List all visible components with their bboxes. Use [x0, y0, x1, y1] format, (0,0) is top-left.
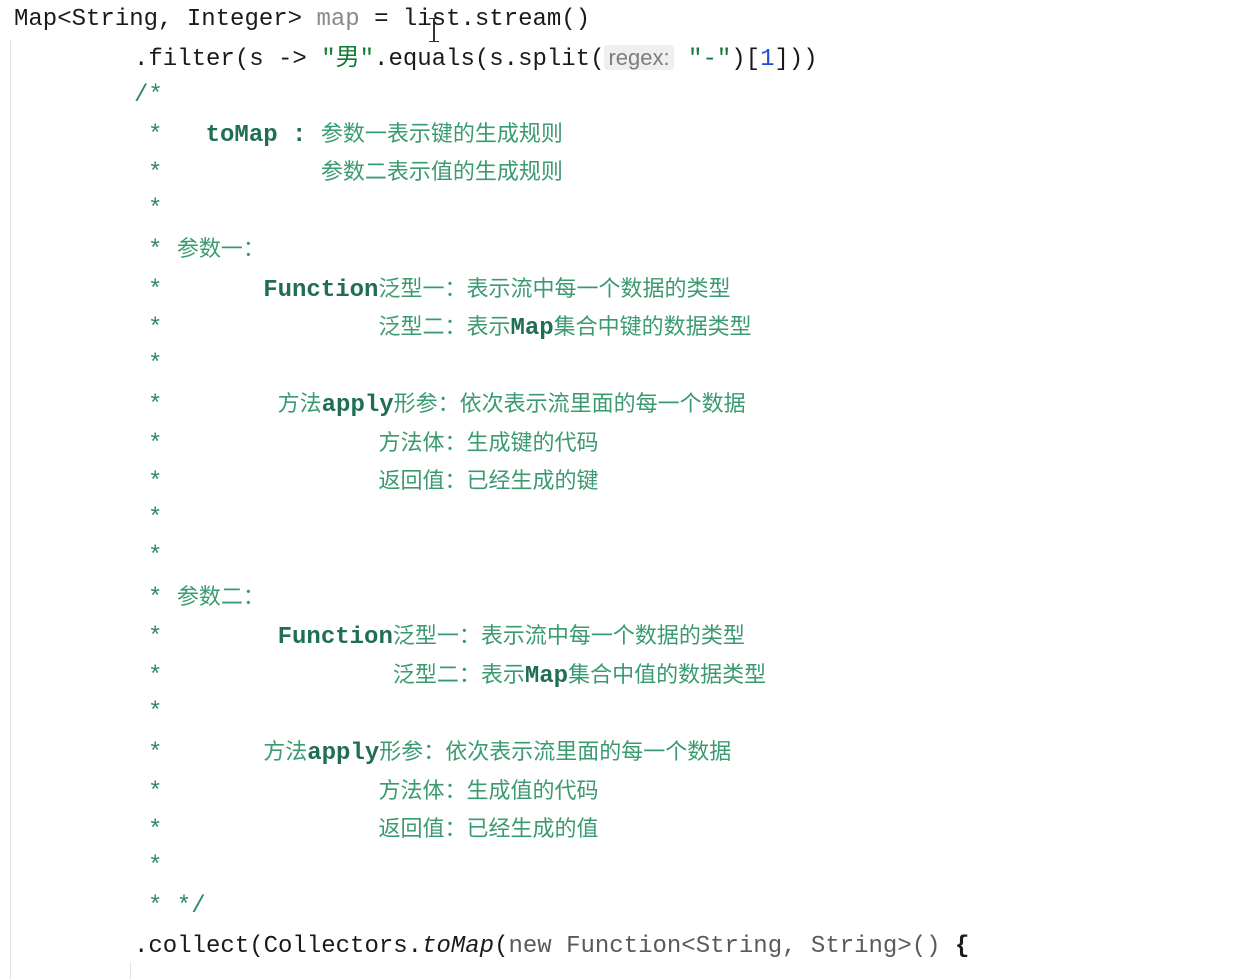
code-token: *	[148, 392, 278, 419]
code-token: apply	[321, 392, 394, 419]
code-token: *	[148, 624, 278, 651]
code-line[interactable]: *	[148, 541, 162, 573]
code-token: 泛型一：表示流中每一个数据的类型	[378, 277, 731, 302]
indent-guide	[10, 40, 11, 979]
code-line[interactable]: * 返回值：已经生成的值	[148, 814, 598, 846]
code-token: toMap :	[205, 122, 321, 149]
code-token: *	[148, 505, 163, 532]
code-token: * */	[148, 893, 206, 920]
code-token: 方法	[263, 740, 308, 765]
code-token: map	[316, 6, 360, 33]
code-line[interactable]: * 参数一：	[148, 234, 265, 266]
code-token: *	[148, 779, 379, 806]
code-token: Function	[277, 624, 393, 651]
code-token: *	[148, 699, 163, 726]
code-token: "-"	[673, 46, 732, 73]
code-line[interactable]: * 返回值：已经生成的键	[148, 466, 598, 498]
code-token: 形参：依次表示流里面的每一个数据	[379, 740, 732, 765]
code-token: *	[148, 585, 177, 612]
code-line[interactable]: *	[148, 349, 162, 381]
code-line[interactable]: * 方法体：生成值的代码	[148, 776, 598, 808]
code-token: (	[494, 933, 509, 960]
code-token: 泛型二：表示	[392, 663, 525, 688]
code-token: 返回值：已经生成的值	[378, 817, 599, 842]
code-token: 方法体：生成键的代码	[378, 431, 599, 456]
code-token: {	[954, 933, 970, 960]
code-token: .collect(Collectors.	[134, 933, 423, 960]
code-token: toMap	[422, 933, 495, 960]
code-token: apply	[307, 740, 380, 767]
code-token: 集合中值的数据类型	[568, 663, 767, 688]
code-line[interactable]: * 泛型二：表示Map集合中值的数据类型	[148, 660, 766, 692]
code-token: *	[148, 351, 163, 378]
code-line[interactable]: * Function泛型一：表示流中每一个数据的类型	[148, 621, 745, 653]
parameter-hint: regex:	[604, 45, 674, 70]
indent-guide	[130, 962, 131, 979]
code-line[interactable]: .collect(Collectors.toMap(new Function<S…	[134, 931, 969, 963]
code-token: = list.stream()	[359, 6, 591, 33]
code-token: /*	[134, 82, 163, 109]
code-token: *	[148, 315, 379, 342]
code-token: 1	[760, 46, 775, 73]
code-line[interactable]: * 方法体：生成键的代码	[148, 428, 598, 460]
code-token: )[	[731, 46, 761, 73]
code-token: 返回值：已经生成的键	[378, 469, 599, 494]
code-token: *	[148, 237, 177, 264]
code-token: 参数二表示值的生成规则	[320, 160, 563, 185]
code-line[interactable]: * */	[148, 891, 206, 923]
code-token: 方法	[277, 392, 322, 417]
code-line[interactable]: *	[148, 851, 162, 883]
code-token: new	[508, 933, 567, 960]
code-line[interactable]: * 参数二：	[148, 582, 265, 614]
code-token: 参数二：	[176, 585, 265, 610]
code-token: *	[148, 663, 393, 690]
code-token: 参数一：	[176, 237, 265, 262]
code-token: "男"	[321, 46, 375, 73]
code-token: *	[148, 431, 379, 458]
code-token: Function<String, String>()	[566, 933, 955, 960]
code-token: 方法体：生成值的代码	[378, 779, 599, 804]
code-line[interactable]: * 方法apply形参：依次表示流里面的每一个数据	[148, 389, 746, 421]
code-token: 形参：依次表示流里面的每一个数据	[393, 392, 746, 417]
code-token: *	[148, 469, 379, 496]
code-line[interactable]: * 参数二表示值的生成规则	[148, 157, 563, 189]
code-token: *	[148, 277, 264, 304]
code-token: Function	[263, 277, 379, 304]
code-token: *	[148, 543, 163, 570]
code-token: *	[148, 853, 163, 880]
code-token: *	[148, 160, 321, 187]
code-line[interactable]: * toMap : 参数一表示键的生成规则	[148, 119, 563, 151]
code-token: Map	[524, 663, 569, 690]
code-token: 参数一表示键的生成规则	[320, 122, 563, 147]
code-token: Map	[510, 315, 554, 342]
code-line[interactable]: *	[148, 503, 162, 535]
code-line[interactable]: * 泛型二：表示Map集合中键的数据类型	[148, 312, 752, 344]
code-token: .equals(s.split(	[374, 46, 605, 73]
code-token: Map<String, Integer>	[14, 6, 317, 33]
code-line[interactable]: .filter(s -> "男".equals(s.split(regex: "…	[134, 42, 818, 74]
code-line[interactable]: *	[148, 194, 162, 226]
code-line[interactable]: /*	[134, 80, 163, 112]
code-line[interactable]: Map<String, Integer> map = list.stream()	[14, 4, 590, 36]
code-token: *	[148, 196, 163, 223]
code-token: 泛型一：表示流中每一个数据的类型	[392, 624, 745, 649]
code-line[interactable]: *	[148, 697, 162, 729]
code-token: *	[148, 740, 264, 767]
code-token: 泛型二：表示	[378, 315, 511, 340]
code-token: 集合中键的数据类型	[553, 315, 752, 340]
code-token: ]))	[774, 46, 818, 73]
code-token: .filter(s ->	[134, 46, 322, 73]
code-token: *	[148, 122, 206, 149]
code-line[interactable]: * Function泛型一：表示流中每一个数据的类型	[148, 274, 730, 306]
code-line[interactable]: * 方法apply形参：依次表示流里面的每一个数据	[148, 737, 731, 769]
text-cursor-icon	[429, 18, 439, 42]
code-token: *	[148, 817, 379, 844]
